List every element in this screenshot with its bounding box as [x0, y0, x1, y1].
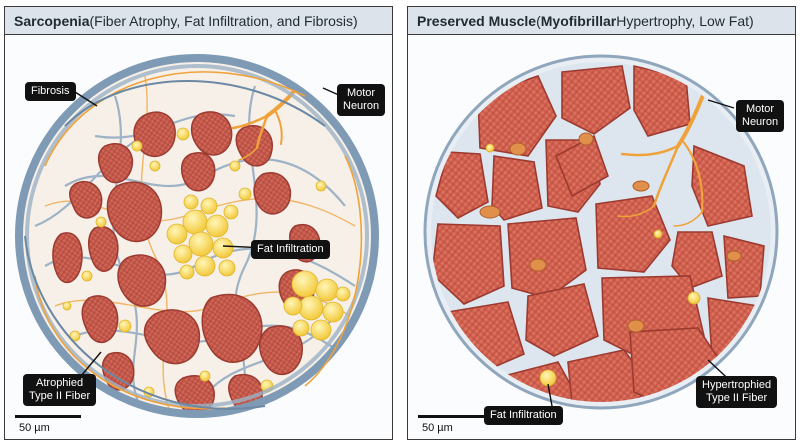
hyper-line2: Type II Fiber	[702, 392, 771, 405]
left-scale-bar: 50 µm	[15, 415, 81, 434]
motor-line2: Neuron	[343, 100, 379, 113]
fibrosis-label: Fibrosis	[25, 82, 76, 101]
left-motor-neuron-label: Motor Neuron	[337, 84, 385, 116]
scale-bar-text: 50 µm	[418, 422, 484, 434]
fiber	[182, 153, 215, 191]
title-bold1: Preserved Muscle	[417, 13, 536, 29]
sarcopenia-panel: Sarcopenia (Fiber Atrophy, Fat Infiltrat…	[4, 6, 393, 440]
motor-line1: Motor	[742, 103, 778, 116]
hyper-line1: Hypertrophied	[702, 379, 771, 392]
sarcopenia-illustration: Fibrosis Motor Neuron Fat Infiltration A…	[5, 36, 393, 440]
atrophied-line1: Atrophied	[29, 377, 90, 390]
preserved-panel-title: Preserved Muscle (Myofibrillar Hypertrop…	[408, 7, 795, 35]
right-motor-neuron-label: Motor Neuron	[736, 100, 784, 132]
fat-label-text: Fat Infiltration	[257, 243, 324, 255]
title-rest: Hypertrophy, Low Fat)	[616, 13, 753, 29]
motor-line1: Motor	[343, 87, 379, 100]
left-fat-infiltration-label: Fat Infiltration	[251, 240, 330, 259]
preserved-muscle-panel: Preserved Muscle (Myofibrillar Hypertrop…	[407, 6, 796, 440]
atrophied-line2: Type II Fiber	[29, 390, 90, 403]
motor-line2: Neuron	[742, 116, 778, 129]
scale-bar-line	[418, 415, 484, 418]
fiber	[53, 233, 82, 283]
fiber	[724, 236, 764, 298]
hypertrophied-fiber-label: Hypertrophied Type II Fiber	[696, 376, 777, 408]
title-rest: (Fiber Atrophy, Fat Infiltration, and Fi…	[89, 13, 357, 29]
fiber	[254, 173, 290, 214]
scale-bar-text: 50 µm	[15, 422, 81, 434]
fiber	[99, 144, 133, 183]
preserved-illustration: Motor Neuron Fat Infiltration Hypertroph…	[408, 36, 796, 440]
right-fat-infiltration-label: Fat Infiltration	[484, 406, 563, 425]
sarcopenia-panel-title: Sarcopenia (Fiber Atrophy, Fat Infiltrat…	[5, 7, 392, 35]
scale-bar-line	[15, 415, 81, 418]
title-bold2: Myofibrillar	[541, 13, 616, 29]
fat-label-text: Fat Infiltration	[490, 409, 557, 421]
atrophied-fiber-label: Atrophied Type II Fiber	[23, 374, 96, 406]
title-bold: Sarcopenia	[14, 13, 89, 29]
fibrosis-label-text: Fibrosis	[31, 85, 70, 97]
right-scale-bar: 50 µm	[418, 415, 484, 434]
